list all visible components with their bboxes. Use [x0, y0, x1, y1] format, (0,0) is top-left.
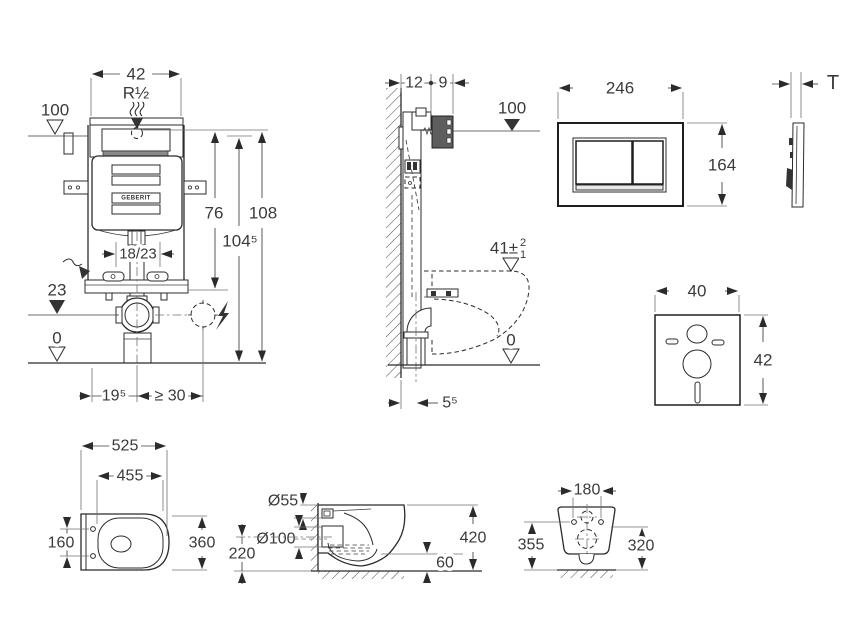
flush-button-large	[575, 140, 633, 185]
sound-insulation-arrow	[62, 258, 90, 279]
wc-pan-outline-rear	[557, 506, 616, 555]
dim-clearance: 60	[436, 555, 454, 572]
level-floor-section: 0	[506, 331, 515, 350]
wall-hatch-side	[311, 505, 318, 571]
wall-section-view: 12 9 100 41± 2 1 0 5⁵	[385, 71, 540, 415]
frame-front-dimensions: 42 R½ 100 76 104⁵ 108 18/23	[28, 61, 281, 408]
flush-button-small	[632, 140, 664, 185]
dim-wc-length: 525	[112, 438, 139, 455]
dim-wc-width: 360	[189, 535, 216, 552]
flush-plate-side-view: T	[772, 69, 843, 208]
wc-pan-outline-top	[80, 513, 170, 571]
rim-tol-plus: 2	[520, 237, 526, 249]
wall-bracket-right	[183, 180, 207, 195]
dim-outlet-height: 220	[229, 546, 256, 563]
dim-min-30: ≥ 30	[154, 388, 185, 405]
plate-thickness-dimension: T	[772, 69, 843, 118]
wc-top-view: 525 455 160 360	[44, 434, 219, 571]
flush-plate-side	[791, 122, 805, 208]
level-outlet: 23	[48, 281, 67, 300]
fixing-hole	[90, 553, 96, 559]
dim-19-5: 19⁵	[102, 388, 126, 405]
dim-outlet-offset: 18/23	[119, 246, 157, 263]
frame-front-view: GEBERIT	[28, 61, 281, 408]
rim-tol-minus: 1	[520, 249, 526, 261]
flush-plate-view: 246 164	[557, 75, 740, 207]
fixing-hole	[598, 519, 604, 525]
dim-plate-thickness: T	[827, 72, 839, 94]
level-floor: 0	[52, 329, 61, 348]
dim-height-right: 320	[628, 538, 655, 555]
dim-height-left: 355	[518, 537, 545, 554]
dim-wc-height: 420	[460, 530, 487, 547]
water-supply-symbol	[129, 100, 145, 139]
frame-structure: GEBERIT	[62, 117, 229, 364]
drain-elbow	[403, 292, 432, 382]
dim-pad-height: 42	[754, 351, 773, 370]
floor-hatch-side	[318, 571, 404, 579]
wall-bracket-left	[63, 180, 89, 195]
level-box: 100	[498, 99, 526, 118]
fixing-hole	[571, 519, 577, 525]
flush-plate-protection-box	[422, 115, 454, 149]
wall-hatch	[386, 88, 401, 378]
fixing-hole	[90, 526, 96, 532]
dim-76: 76	[205, 204, 224, 223]
water-level-dashes	[328, 544, 371, 555]
sound-pad-dimensions: 40 42	[654, 278, 776, 406]
wc-silhouette-dashed	[424, 270, 530, 355]
dim-depth-frame: 12	[405, 75, 423, 92]
dim-pad-width: 40	[688, 282, 707, 301]
sound-pad	[654, 314, 741, 406]
level-supply: 100	[41, 101, 69, 120]
sound-pad-view: 40 42	[654, 278, 776, 406]
wc-side-view: Ø55 Ø100 220 420 60	[225, 489, 490, 584]
brand-plate	[111, 192, 161, 204]
electrical-connection-symbol	[188, 300, 229, 330]
dim-plate-height: 164	[708, 156, 736, 175]
base-rail	[84, 271, 189, 301]
wc-top-dimensions: 525 455 160 360	[44, 434, 219, 571]
rim-height: 41±	[490, 239, 518, 258]
dim-outlet-wall-dist: 5⁵	[442, 395, 458, 412]
dim-frame-width: 42	[127, 65, 146, 84]
dim-wc-inner-length: 455	[117, 468, 144, 485]
wall-section-dimensions: 12 9 100 41± 2 1 0 5⁵	[385, 71, 540, 415]
dim-depth-box: 9	[439, 75, 448, 92]
frame-profile	[398, 107, 432, 369]
lightning-bolt-icon	[216, 301, 229, 330]
dim-hole-spacing-top: 160	[48, 535, 75, 552]
supply-thread-label: R½	[123, 84, 149, 103]
dim-hole-spacing-rear: 180	[574, 482, 601, 499]
brand-label: GEBERIT	[121, 196, 150, 202]
wc-rear-dimensions: 180 355 320	[514, 478, 658, 571]
dim-inlet-dia: Ø55	[268, 493, 298, 510]
wc-rear-view: 180 355 320	[514, 478, 658, 578]
wc-side-dimensions: Ø55 Ø100 220 420 60	[225, 489, 490, 584]
flush-plate-dimensions: 246 164	[557, 75, 740, 207]
dim-outlet-dia: Ø100	[256, 531, 295, 548]
dim-plate-width: 246	[606, 79, 634, 98]
dim-108: 108	[249, 204, 277, 223]
outlet-bend	[115, 295, 160, 364]
dim-104-5: 104⁵	[222, 232, 257, 251]
floor-hatch-rear	[560, 570, 613, 578]
